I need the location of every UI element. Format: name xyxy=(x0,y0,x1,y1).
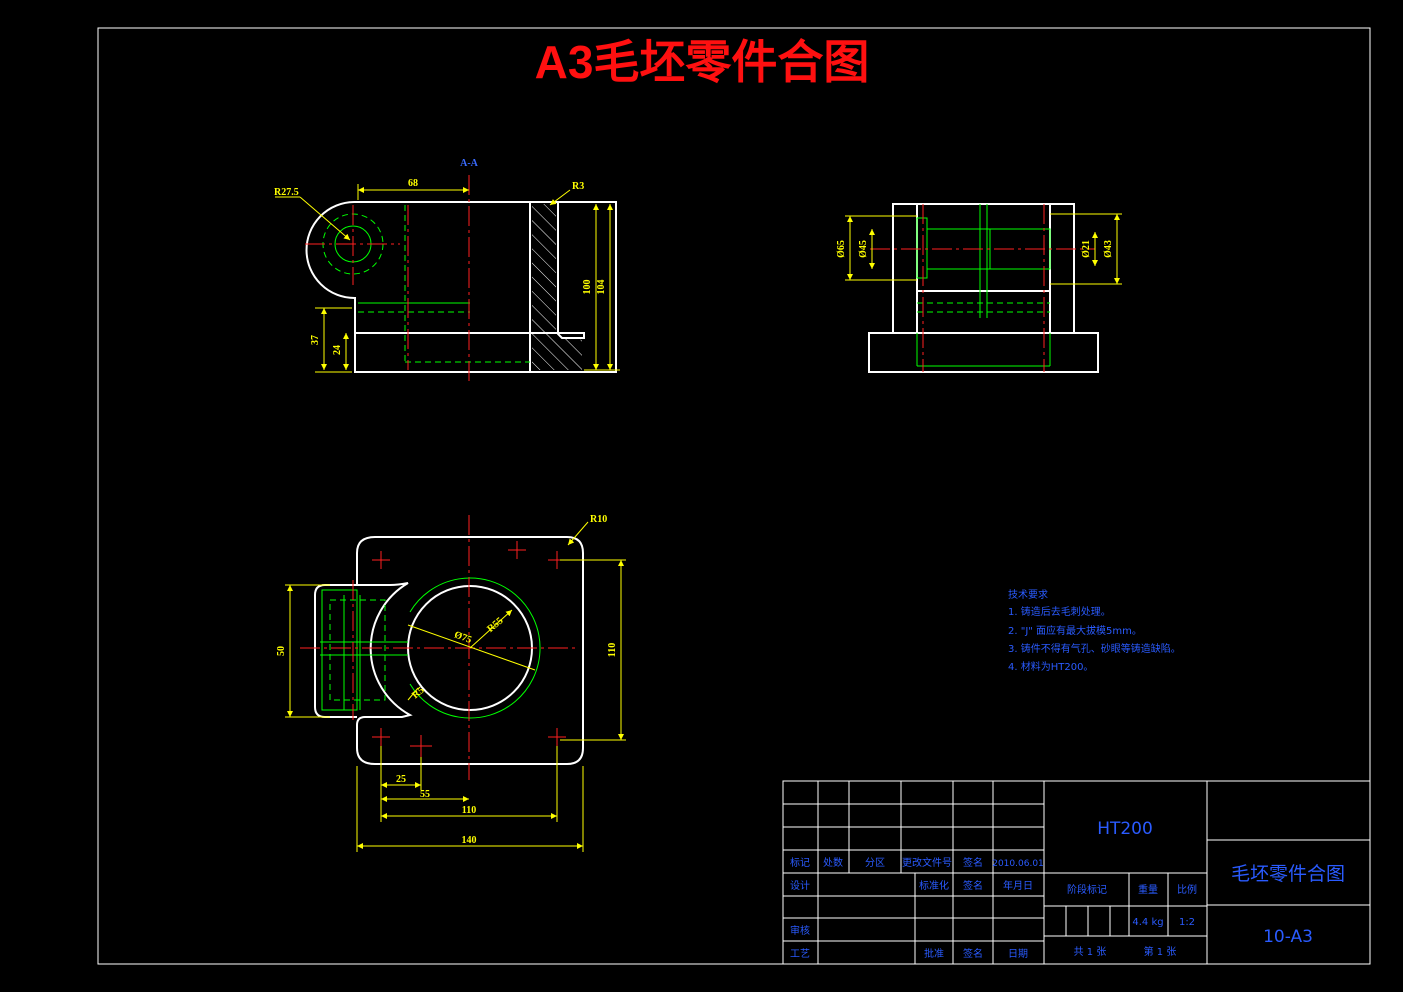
notes-heading: 技术要求 xyxy=(1008,588,1048,601)
dim-text: 24 xyxy=(332,345,343,355)
note-item: 1. 铸造后去毛刺处理。 xyxy=(1008,605,1111,618)
side-hidden-bore xyxy=(916,217,928,279)
tb-value: 第 1 张 xyxy=(1144,945,1177,958)
tb-value: 1:2 xyxy=(1179,917,1195,928)
tb-label: 比例 xyxy=(1177,883,1197,896)
tb-value: 4.4 kg xyxy=(1132,917,1163,928)
dim-text: Ø45 xyxy=(858,240,869,258)
dim-text: Ø75 xyxy=(453,629,473,645)
material-text: HT200 xyxy=(1097,819,1153,839)
tb-label: 签名 xyxy=(963,856,983,869)
dim-text: 110 xyxy=(607,643,618,657)
top-outline xyxy=(314,536,584,765)
dim-leader xyxy=(567,521,589,546)
tb-label: 审核 xyxy=(790,924,810,937)
side-view: Ø65 Ø45 Ø21 Ø43 xyxy=(836,203,1122,373)
side-outline xyxy=(868,203,1099,373)
dim-leader xyxy=(299,196,351,241)
note-item: 4. 材料为HT200。 xyxy=(1008,660,1093,673)
drawing-border xyxy=(97,27,1371,965)
drawing-number-text: 10-A3 xyxy=(1263,927,1313,947)
tb-label: 更改文件号 xyxy=(902,856,952,869)
tb-label: 处数 xyxy=(823,856,843,869)
dim-text: Ø21 xyxy=(1081,240,1092,258)
tb-label: 2010.06.01 xyxy=(992,859,1044,869)
tb-label: 年月日 xyxy=(1003,879,1033,892)
tb-label: 签名 xyxy=(963,879,983,892)
dim-leader xyxy=(407,624,536,671)
dim-text: R27.5 xyxy=(274,187,299,198)
tb-label: 批准 xyxy=(924,947,944,960)
section-label: A-A xyxy=(460,158,479,169)
tb-label: 阶段标记 xyxy=(1067,883,1107,896)
dim-text: Ø65 xyxy=(836,240,847,258)
dim-text: R3 xyxy=(572,181,584,192)
dim-text: R10 xyxy=(590,514,607,525)
boss-hidden-arc xyxy=(409,577,541,719)
tb-label: 重量 xyxy=(1138,883,1158,896)
technical-notes: 技术要求 1. 铸造后去毛刺处理。 2. "J" 面应有最大拔模5mm。 3. … xyxy=(1008,588,1181,673)
dim-text: 100 xyxy=(582,280,593,295)
title-block-text: HT200 毛坯零件合图 10-A3 标记 处数 分区 更改文件号 签名 201… xyxy=(790,819,1345,960)
dim-leader xyxy=(469,609,513,649)
dim-text: 37 xyxy=(310,335,321,345)
title-block xyxy=(782,780,1371,965)
tb-value: 共 1 张 xyxy=(1074,946,1107,958)
dim-text: 68 xyxy=(408,178,418,189)
dim-text: 25 xyxy=(396,774,406,785)
dim-text: 110 xyxy=(462,805,476,816)
section-view: A-A 68 R27.5 R3 100 104 xyxy=(274,158,620,382)
tb-label: 日期 xyxy=(1008,948,1028,960)
dim-leader xyxy=(407,687,419,701)
section-hatch xyxy=(532,204,582,370)
dim-text: 104 xyxy=(596,280,607,295)
bolt-hole-marks xyxy=(372,541,566,757)
tb-label: 设计 xyxy=(790,879,810,892)
lug-hidden xyxy=(329,599,386,701)
dim-text: 55 xyxy=(420,789,430,800)
dim-leader xyxy=(549,189,571,206)
note-item: 2. "J" 面应有最大拔模5mm。 xyxy=(1008,624,1142,637)
part-name-text: 毛坯零件合图 xyxy=(1231,863,1345,885)
lug-hidden xyxy=(321,589,358,711)
tb-label: 工艺 xyxy=(790,948,810,960)
top-view: Ø75 R55 R5 R10 50 110 25 55 110 140 xyxy=(276,514,626,852)
drawing-title: A3毛坯零件合图 xyxy=(535,36,870,88)
tb-label: 分区 xyxy=(865,857,885,869)
dim-text: 140 xyxy=(462,835,477,846)
dim-text: Ø43 xyxy=(1103,240,1114,258)
tb-label: 标准化 xyxy=(919,879,949,892)
tb-label: 签名 xyxy=(963,947,983,960)
note-item: 3. 铸件不得有气孔、砂眼等铸造缺陷。 xyxy=(1008,642,1181,655)
tb-label: 标记 xyxy=(790,857,810,869)
dim-text: 50 xyxy=(276,646,287,656)
